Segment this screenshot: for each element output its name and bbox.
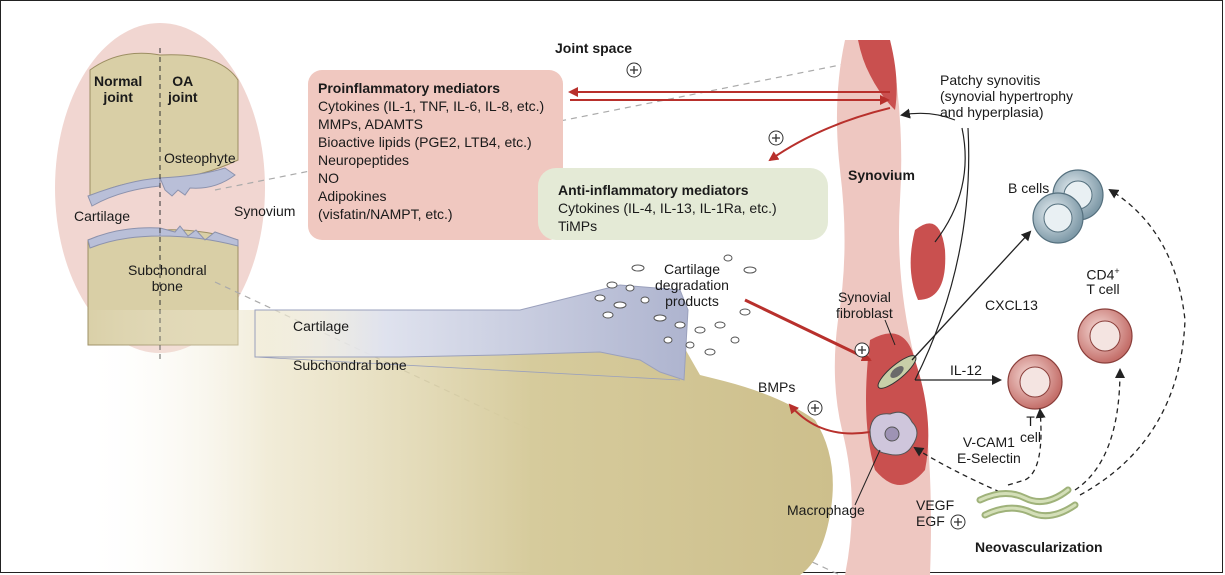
proinflammatory-item: MMPs, ADAMTS: [318, 116, 423, 132]
label-neovascularization: Neovascularization: [975, 539, 1103, 555]
label-b-cells: B cells: [1008, 180, 1049, 196]
label-synovial-fibroblast: Synovial fibroblast: [836, 289, 893, 321]
label-cxcl13: CXCL13: [985, 297, 1038, 313]
label-vcam: V-CAM1 E-Selectin: [957, 434, 1021, 466]
t-cell: [1008, 355, 1062, 409]
proinflammatory-item: Adipokines: [318, 188, 387, 204]
proinflammatory-title: Proinflammatory mediators: [318, 80, 500, 96]
label-normal-joint: Normal joint: [94, 73, 142, 105]
plus-icon: [627, 63, 641, 77]
label-subchondral-small: Subchondral bone: [128, 262, 207, 294]
label-osteophyte: Osteophyte: [164, 150, 236, 166]
label-macrophage: Macrophage: [787, 502, 865, 518]
label-oa-joint: OA joint: [168, 73, 198, 105]
antiinflammatory-item: Cytokines (IL-4, IL-13, IL-1Ra, etc.): [558, 200, 777, 216]
neovessels: [980, 490, 1075, 516]
label-vegf-egf: VEGF EGF: [916, 497, 954, 529]
proinflammatory-item: Neuropeptides: [318, 152, 409, 168]
label-cartilage-small: Cartilage: [74, 208, 130, 224]
antiinflammatory-item: TiMPs: [558, 218, 597, 234]
proinflammatory-item: NO: [318, 170, 339, 186]
plus-icon: [808, 401, 822, 415]
plus-icon: [769, 131, 783, 145]
label-il12: IL-12: [950, 362, 982, 378]
label-joint-space: Joint space: [555, 40, 632, 56]
label-synovium-right: Synovium: [848, 167, 915, 183]
label-synovium-left: Synovium: [234, 203, 295, 219]
antiinflammatory-title: Anti-inflammatory mediators: [558, 182, 749, 198]
label-t-cell: T cell: [1020, 413, 1041, 445]
synovitis-patch-bottom: [866, 333, 928, 485]
macrophage-cell: [870, 412, 917, 455]
label-cd4-superscript: +: [1114, 266, 1119, 276]
label-cd4-t-cell: T cell: [1078, 281, 1128, 297]
label-patchy-synovitis: Patchy synovitis (synovial hypertrophy a…: [940, 72, 1073, 120]
label-subchondral-large: Subchondral bone: [293, 357, 407, 373]
label-cartilage-large: Cartilage: [293, 318, 349, 334]
pointer-patchy-2: [935, 128, 965, 242]
label-degradation-products: Cartilage degradation products: [655, 261, 729, 309]
large-joint: [80, 285, 833, 575]
joint-inset: [55, 23, 265, 360]
plus-icon: [855, 343, 869, 357]
label-cd4: CD4+: [1078, 263, 1128, 283]
proinflammatory-item: Bioactive lipids (PGE2, LTB4, etc.): [318, 134, 532, 150]
label-bmps: BMPs: [758, 379, 795, 395]
cd4-t-cell: [1078, 309, 1132, 363]
proinflammatory-item: (visfatin/NAMPT, etc.): [318, 206, 453, 222]
proinflammatory-item: Cytokines (IL-1, TNF, IL-6, IL-8, etc.): [318, 98, 544, 114]
